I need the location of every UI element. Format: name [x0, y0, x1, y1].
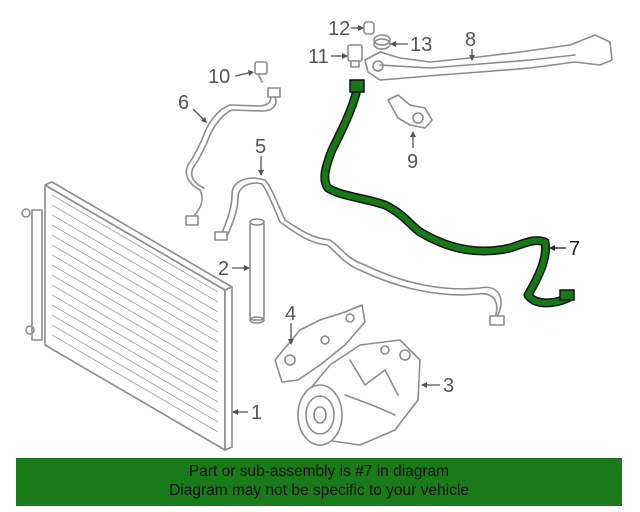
condenser-part-1[interactable] [21, 181, 233, 451]
callout-3-label: 3 [443, 375, 454, 397]
callout-8: 8 [465, 29, 476, 61]
callout-4: 4 [285, 303, 296, 345]
callout-1-label: 1 [251, 402, 262, 424]
callout-2-label: 2 [218, 258, 229, 280]
cap-part-12[interactable] [363, 21, 375, 35]
clip-part-9[interactable] [387, 94, 433, 129]
callout-10: 10 [208, 66, 254, 88]
callout-12: 12 [328, 18, 364, 40]
callout-9-label: 9 [407, 151, 418, 173]
hose-part-7-highlighted[interactable] [320, 79, 575, 308]
pipe-part-8[interactable] [364, 34, 613, 81]
callout-7-label: 7 [569, 238, 580, 260]
callout-5: 5 [255, 136, 266, 176]
callout-1: 1 [232, 402, 262, 424]
hose-part-6[interactable] [185, 87, 281, 226]
callout-6-label: 6 [178, 92, 189, 114]
hose-part-5[interactable] [214, 177, 505, 326]
callout-3: 3 [421, 375, 454, 397]
callout-10-label: 10 [208, 66, 230, 88]
callout-9: 9 [407, 131, 418, 173]
pressure-switch-part-11[interactable] [347, 44, 363, 68]
callout-13-label: 13 [410, 34, 432, 56]
callout-11-label: 11 [308, 46, 329, 68]
compressor-part-3[interactable] [297, 339, 421, 446]
callout-12-label: 12 [328, 18, 350, 40]
callout-5-label: 5 [255, 136, 266, 158]
banner-line-2: Diagram may not be specific to your vehi… [169, 482, 469, 499]
callout-13: 13 [390, 34, 432, 56]
callout-4-label: 4 [285, 303, 296, 325]
fitting-part-10[interactable] [254, 61, 268, 83]
banner-line-1: Part or sub-assembly is #7 in diagram [188, 463, 450, 480]
callout-11: 11 [308, 46, 348, 68]
callout-2: 2 [218, 258, 250, 280]
bracket-part-4[interactable] [274, 304, 366, 383]
seal-part-13[interactable] [373, 34, 391, 50]
callout-6: 6 [178, 92, 207, 123]
callout-7: 7 [549, 238, 580, 260]
part-notice-banner: Part or sub-assembly is #7 in diagram Di… [16, 458, 622, 506]
callout-8-label: 8 [465, 29, 476, 51]
dryer-cylinder-part-2[interactable] [249, 218, 265, 324]
